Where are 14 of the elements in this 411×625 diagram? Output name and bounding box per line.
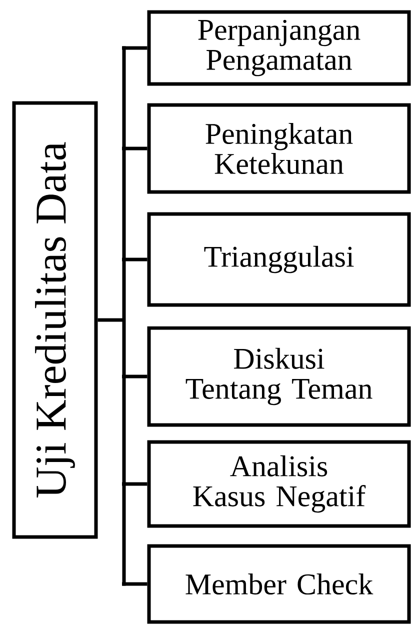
connector	[122, 582, 148, 586]
connector	[122, 374, 148, 378]
connector	[122, 46, 148, 50]
item-box: Perpanjangan Pengamatan	[147, 10, 411, 86]
item-box: Diskusi Tentang Teman	[147, 326, 411, 427]
item-box: Trianggulasi	[147, 212, 411, 307]
item-box: Member Check	[147, 544, 411, 624]
connector	[122, 258, 148, 262]
connector-trunk	[96, 44, 126, 588]
item-box: Analisis Kasus Negatif	[147, 440, 411, 528]
root-box: Uji Krediulitas Data	[12, 101, 98, 539]
connector	[122, 146, 148, 150]
item-box: Peningkatan Ketekunan	[147, 103, 411, 194]
connector	[122, 482, 148, 486]
